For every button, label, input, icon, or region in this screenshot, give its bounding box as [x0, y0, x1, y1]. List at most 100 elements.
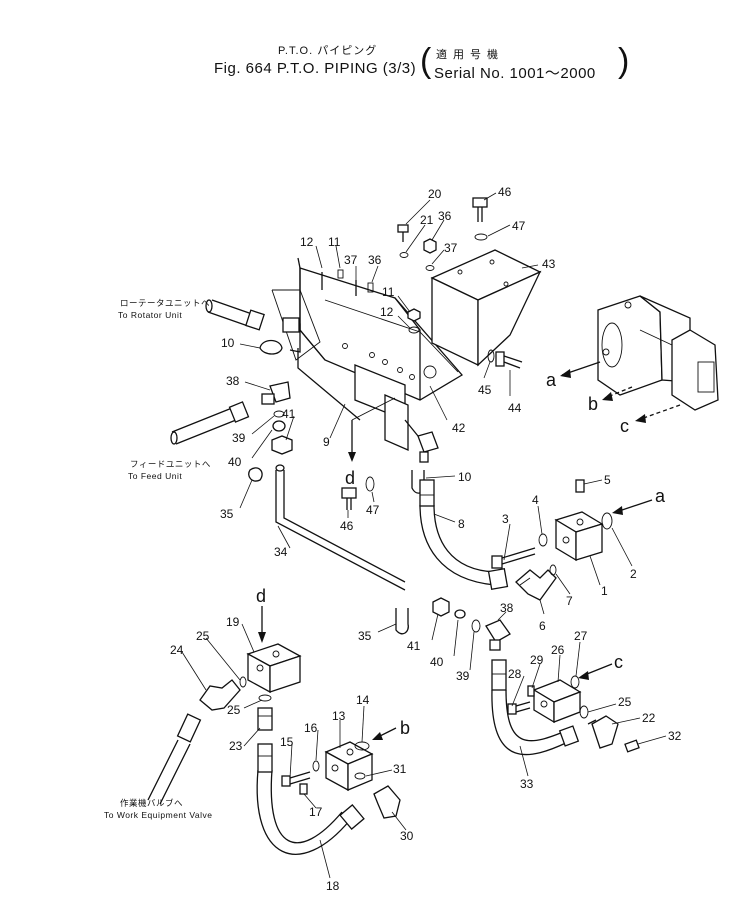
- label-part-23: 23: [229, 739, 243, 753]
- view-letter-a-motor: a: [546, 370, 557, 390]
- block-1: [554, 511, 604, 562]
- label-part-39-lower: 39: [456, 669, 470, 683]
- label-part-41-upper: 41: [282, 407, 296, 421]
- arrow-d-lower: [258, 606, 266, 643]
- title-block: P.T.O. パイピング Fig. 664 P.T.O. PIPING (3/3…: [0, 0, 732, 90]
- clip-35-lower: [395, 608, 409, 635]
- label-part-19: 19: [226, 615, 240, 629]
- label-part-10-lower: 10: [458, 470, 472, 484]
- label-part-38-lower: 38: [500, 601, 514, 615]
- rotator-hose: [205, 299, 301, 353]
- label-part-45: 45: [478, 383, 492, 397]
- plug-29: [527, 685, 535, 697]
- label-part-47-upper: 47: [512, 219, 526, 233]
- label-part-46-lower: 46: [340, 519, 354, 533]
- label-part-46-upper: 46: [498, 185, 512, 199]
- hose-18: [256, 743, 365, 855]
- label-part-13: 13: [332, 709, 346, 723]
- feed-hose: [170, 381, 291, 445]
- block-13: [324, 741, 374, 792]
- dest-feed-en: To Feed Unit: [128, 471, 182, 481]
- label-part-36-lower: 36: [368, 253, 382, 267]
- label-part-20: 20: [428, 187, 442, 201]
- label-part-30: 30: [400, 829, 414, 843]
- fittings-lower-center: [432, 597, 511, 651]
- label-part-16: 16: [304, 721, 318, 735]
- label-part-41-lower: 41: [407, 639, 421, 653]
- bolt-15: [281, 771, 311, 787]
- serial-close-paren: ): [618, 42, 630, 80]
- work-hose: [147, 713, 202, 805]
- label-part-2: 2: [630, 567, 637, 581]
- arrow-c-lower: [578, 663, 613, 680]
- label-part-40-lower: 40: [430, 655, 444, 669]
- adapter-23: [257, 707, 273, 731]
- bolt-3: [491, 547, 536, 569]
- label-part-42: 42: [452, 421, 466, 435]
- elbow-24: [199, 679, 241, 711]
- oring-31: [354, 772, 366, 780]
- label-part-17: 17: [309, 805, 323, 819]
- label-part-44: 44: [508, 401, 522, 415]
- label-part-32: 32: [668, 729, 682, 743]
- label-part-27: 27: [574, 629, 588, 643]
- dest-rotator-en: To Rotator Unit: [118, 310, 182, 320]
- bolt-44: [487, 349, 523, 369]
- tube-34: [275, 348, 406, 591]
- label-part-25-left: 25: [196, 629, 210, 643]
- label-part-39-upper: 39: [232, 431, 246, 445]
- view-letter-c-lower: c: [614, 652, 623, 672]
- figure-title: Fig. 664 P.T.O. PIPING (3/3): [214, 60, 417, 77]
- label-part-22: 22: [642, 711, 656, 725]
- oring-25: [239, 676, 272, 702]
- hose-33: [491, 659, 580, 756]
- label-part-15: 15: [280, 735, 294, 749]
- label-part-9: 9: [323, 435, 330, 449]
- label-part-36-upper: 36: [438, 209, 452, 223]
- label-part-8: 8: [458, 517, 465, 531]
- label-part-4: 4: [532, 493, 539, 507]
- label-part-25-lower: 25: [227, 703, 241, 717]
- label-part-6: 6: [539, 619, 546, 633]
- view-letter-b-motor: b: [588, 394, 598, 414]
- nuts-11-12: [407, 308, 421, 334]
- label-part-21: 21: [420, 213, 434, 227]
- label-part-35-lower: 35: [358, 629, 372, 643]
- clip-35-upper: [248, 467, 263, 482]
- oring-25-right: [579, 705, 589, 719]
- bracket-43: [430, 249, 542, 367]
- pto-pump-motor: [597, 295, 719, 411]
- bracket-plate-assembly: [271, 257, 464, 451]
- label-part-18: 18: [326, 879, 340, 893]
- label-part-31: 31: [393, 762, 407, 776]
- label-part-1: 1: [601, 584, 608, 598]
- view-letters: a b c d a d b c: [256, 370, 666, 738]
- washer-4: [538, 533, 548, 547]
- block-19: [246, 643, 302, 694]
- elbow-30: [373, 785, 401, 819]
- part-number-labels: 1 2 3 4 5 6 7 8 9 10 10 11 11 12 12 13 1…: [170, 185, 682, 893]
- plug-5: [575, 479, 585, 493]
- hose-8: [419, 479, 509, 591]
- bolt-46-lower: [341, 476, 375, 510]
- label-part-40-upper: 40: [228, 455, 242, 469]
- label-part-5: 5: [604, 473, 611, 487]
- elbow-22: [587, 715, 619, 749]
- label-part-43: 43: [542, 257, 556, 271]
- label-part-28: 28: [508, 667, 522, 681]
- label-part-25-right: 25: [618, 695, 632, 709]
- label-part-7: 7: [566, 594, 573, 608]
- oring-7: [549, 564, 557, 576]
- label-part-11-lower: 11: [382, 285, 395, 299]
- label-part-3: 3: [502, 512, 509, 526]
- fittings-39-40-41-upper: [271, 410, 293, 455]
- label-part-10-upper: 10: [221, 336, 235, 350]
- view-letter-d-lower: d: [256, 586, 266, 606]
- oring-2: [601, 512, 613, 530]
- bolt-20: [397, 224, 409, 242]
- view-letter-a-block: a: [655, 486, 666, 506]
- motor-port-arrows: [560, 361, 681, 423]
- washer-16: [312, 760, 320, 772]
